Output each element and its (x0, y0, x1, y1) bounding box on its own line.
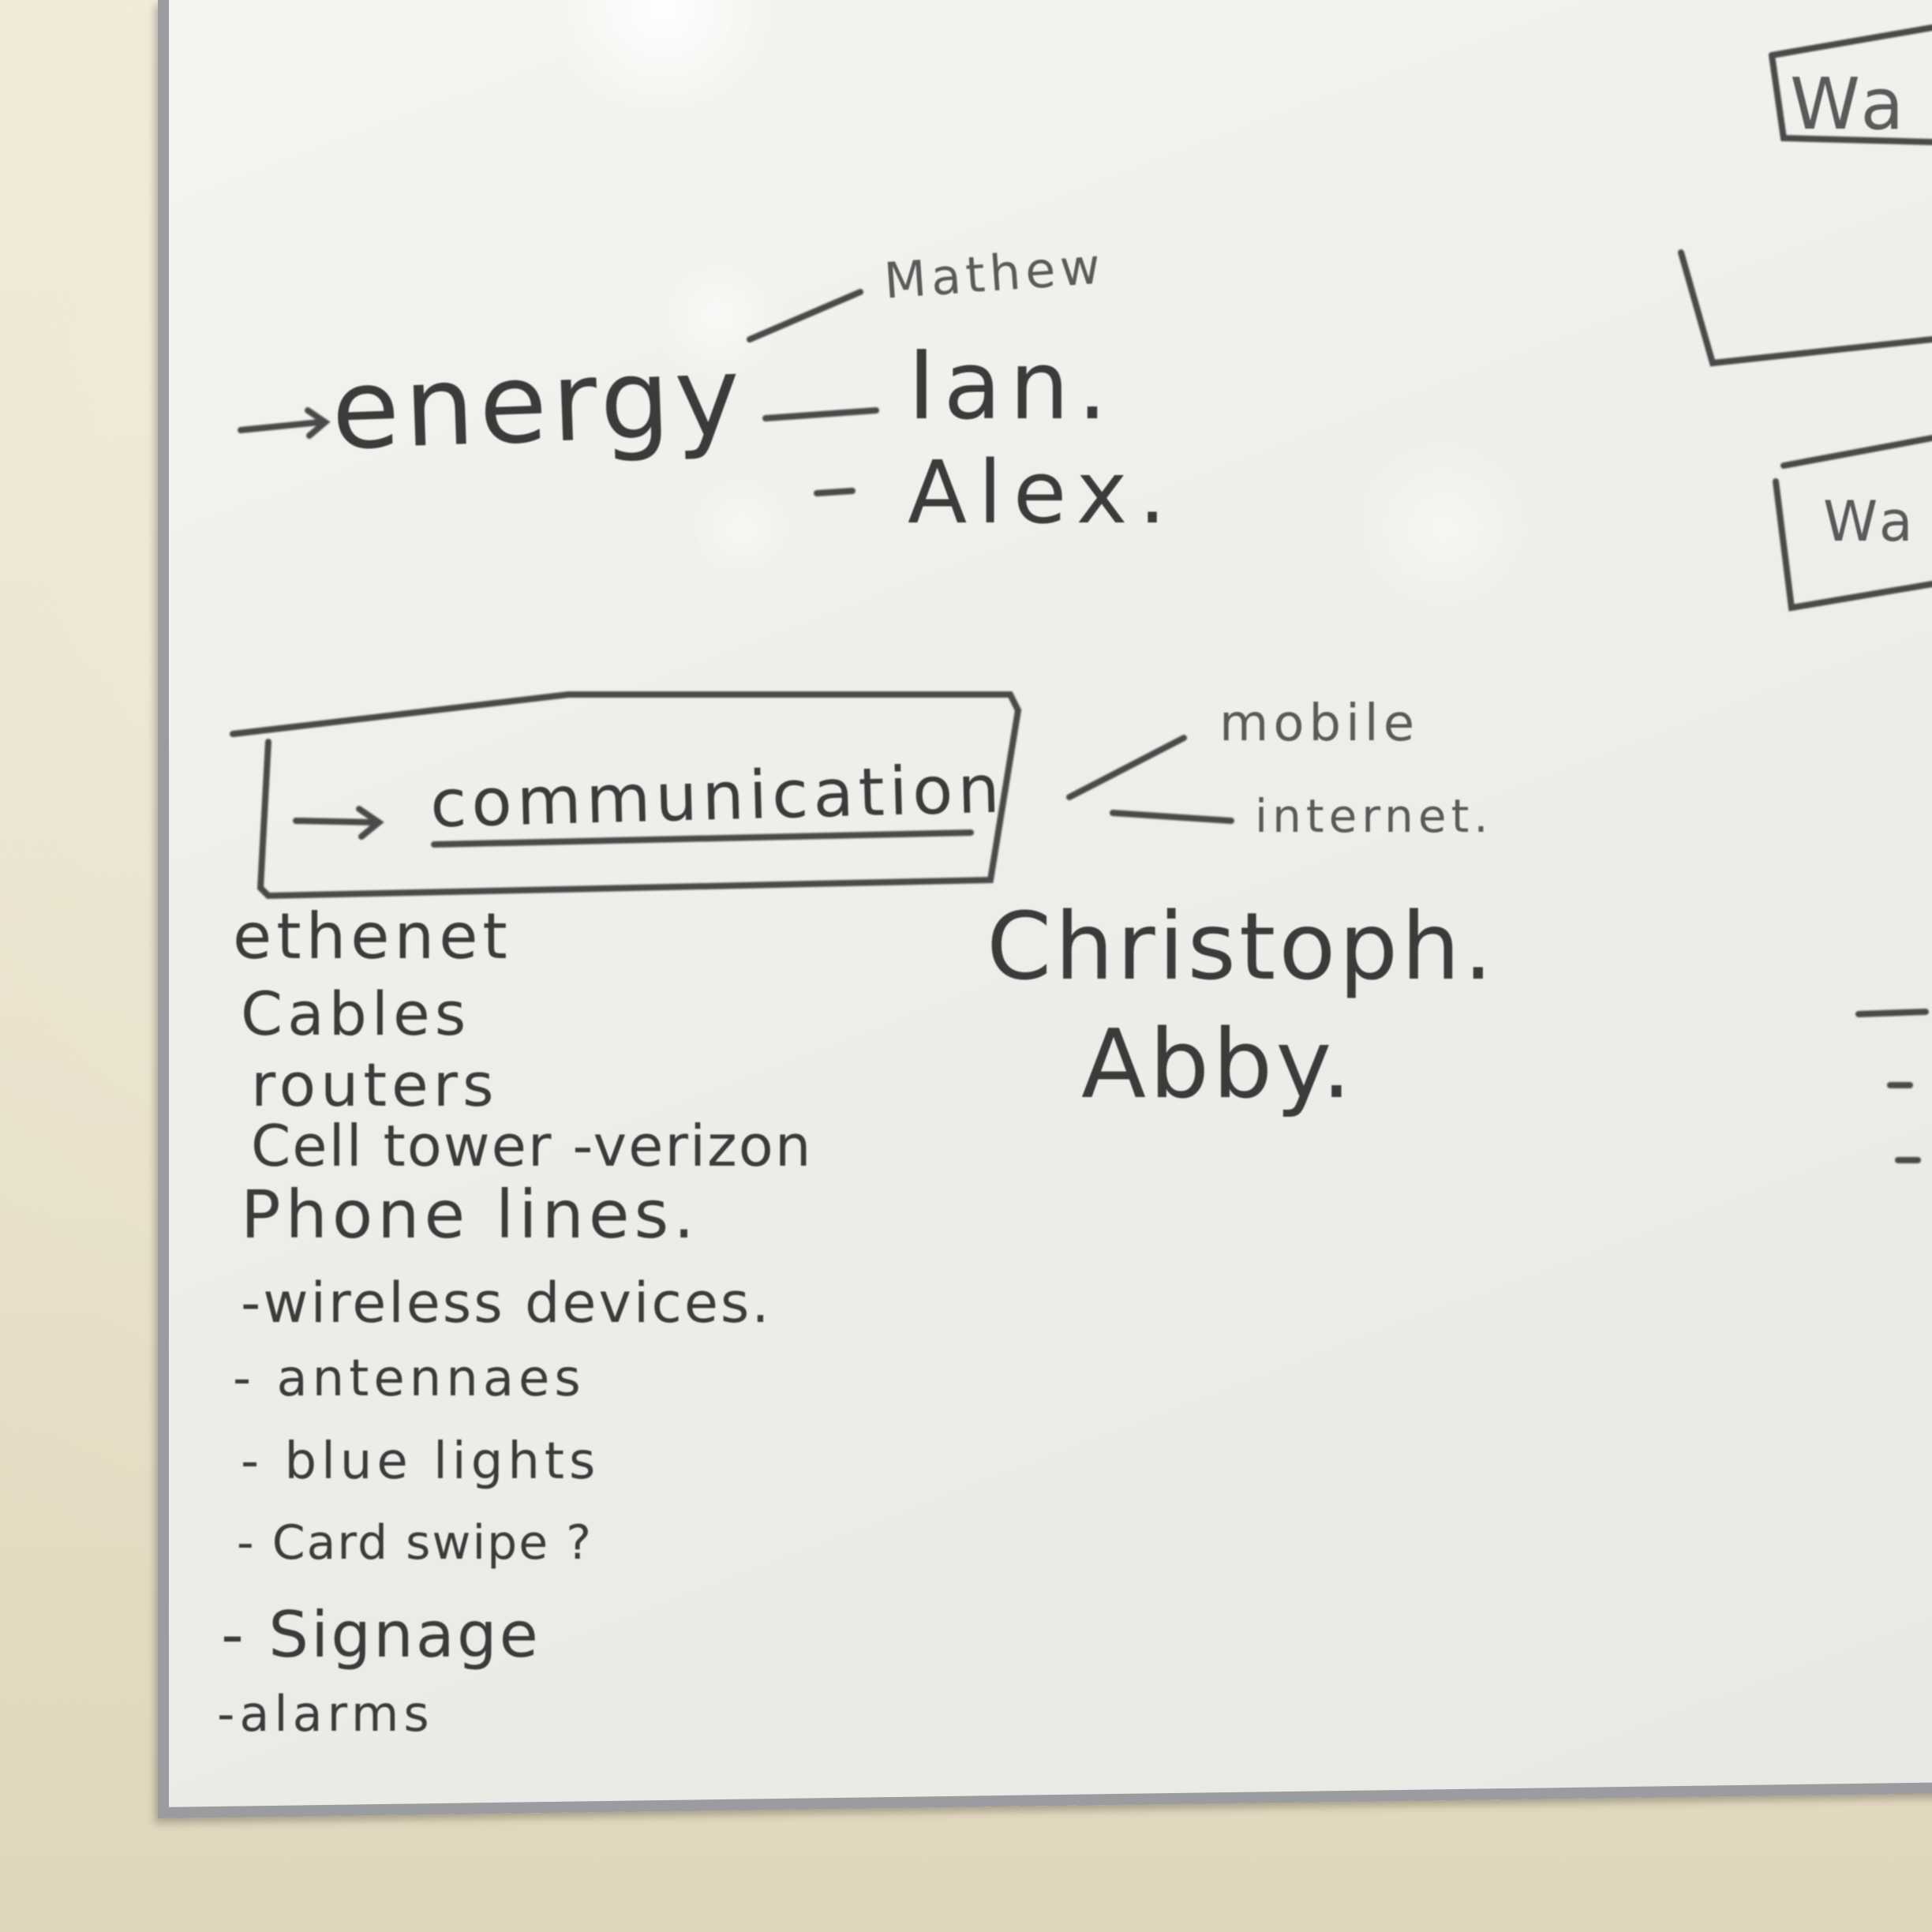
list-item-ethenet: ethenet (233, 900, 512, 973)
list-item-cables: Cables (241, 979, 471, 1049)
right-box-1-label: Wa (1790, 63, 1909, 146)
energy-name-ian: Ian. (908, 331, 1116, 441)
branch-mobile: mobile (1219, 695, 1420, 753)
communication-heading: communication (429, 750, 1005, 843)
list-item-alarms: -alarms (217, 1685, 434, 1743)
energy-heading: energy (329, 331, 747, 476)
list-item-signage: - Signage (221, 1598, 541, 1672)
light-glare (679, 474, 805, 584)
communication-name-abby: Abby. (1081, 1010, 1355, 1120)
list-item-antennaes: - antennaes (233, 1350, 586, 1408)
energy-name-alex: Alex. (908, 442, 1178, 543)
list-item-wireless-devices: -wireless devices. (241, 1271, 772, 1335)
communication-name-christoph: Christoph. (987, 892, 1496, 1001)
light-glare (1342, 442, 1547, 616)
list-item-blue-lights: - blue lights (241, 1432, 601, 1491)
branch-internet: internet. (1255, 789, 1493, 843)
list-item-cell-tower: Cell tower -verizon (251, 1113, 813, 1179)
list-item-routers: routers (251, 1050, 499, 1120)
list-item-card-swipe: - Card swipe ? (237, 1515, 593, 1571)
light-glare (647, 253, 789, 379)
right-box-2-label: Wa (1823, 489, 1918, 554)
list-item-phone-lines: Phone lines. (241, 1176, 699, 1253)
